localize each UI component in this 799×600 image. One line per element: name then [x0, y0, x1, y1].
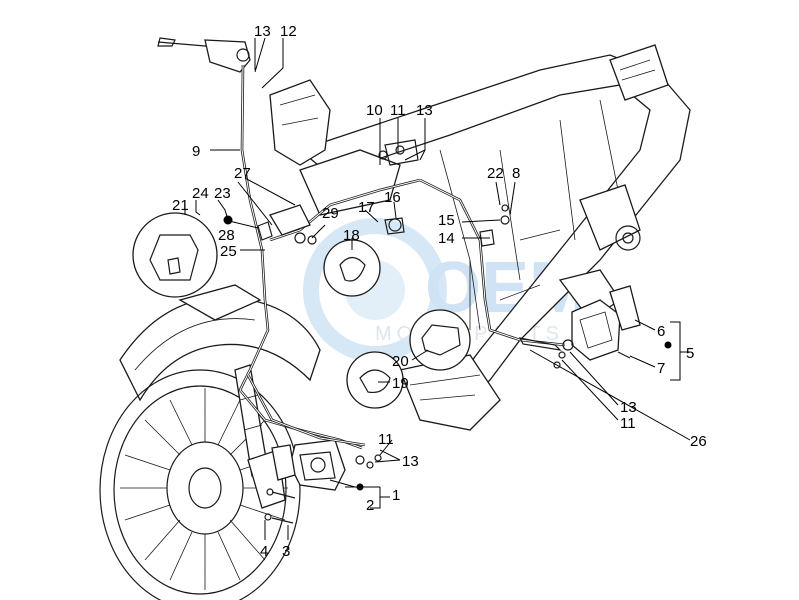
- front-brake-hoses: [238, 64, 421, 450]
- callout-6: 6: [657, 323, 665, 340]
- callout-15: 15: [438, 212, 455, 229]
- callout-14: 14: [438, 230, 455, 247]
- clip-detail-19: [346, 351, 404, 409]
- callout-8: 8: [512, 165, 520, 182]
- front-brake-caliper: [271, 439, 382, 491]
- callout-11-front: 11: [378, 431, 394, 448]
- hose-junction: [257, 139, 510, 247]
- kit-dot-rear: [664, 341, 672, 349]
- front-caliper-bolts: [264, 488, 296, 524]
- callout-4: 4: [260, 543, 268, 560]
- callout-28: 28: [218, 227, 235, 244]
- callout-2: 2: [366, 497, 374, 514]
- callout-13-front: 13: [402, 453, 419, 470]
- callout-5: 5: [686, 345, 694, 362]
- callout-17: 17: [358, 199, 375, 216]
- kit-dot-front: [356, 483, 364, 491]
- kit-dot-23: [223, 215, 233, 225]
- callout-13-top: 13: [254, 23, 271, 40]
- callout-12: 12: [280, 23, 297, 40]
- leader-lines: [184, 37, 691, 540]
- rear-brake-hose: [419, 178, 566, 351]
- callout-25: 25: [220, 243, 237, 260]
- callout-19: 19: [392, 375, 409, 392]
- callout-7: 7: [657, 360, 665, 377]
- callout-10: 10: [366, 102, 383, 119]
- front-fender: [119, 284, 321, 402]
- callout-22: 22: [487, 165, 504, 182]
- callout-21: 21: [172, 197, 189, 214]
- callout-24: 24: [192, 185, 209, 202]
- callout-11-top: 11: [390, 102, 406, 119]
- clip-detail-20: [409, 309, 471, 371]
- callout-16: 16: [384, 189, 401, 206]
- callout-1: 1: [392, 487, 400, 504]
- callout-18: 18: [343, 227, 360, 244]
- clip-detail-18: [323, 239, 381, 297]
- clip-detail-21: [132, 212, 218, 298]
- callout-13-mid: 13: [416, 102, 433, 119]
- callout-27: 27: [234, 165, 251, 182]
- callout-13-rear: 13: [620, 399, 637, 416]
- callout-23: 23: [214, 185, 231, 202]
- callout-26: 26: [690, 433, 707, 450]
- callout-29: 29: [322, 205, 339, 222]
- callout-20: 20: [392, 353, 409, 370]
- front-headstock: [269, 79, 401, 216]
- front-brake-lever: [157, 37, 251, 73]
- callout-11-rear: 11: [620, 415, 636, 432]
- callout-numbers: 13 12 9 10 11 13 27 22 8 24 23 16 21 17 …: [172, 23, 707, 560]
- callout-3: 3: [282, 543, 290, 560]
- callout-9: 9: [192, 143, 200, 160]
- rear-brake-caliper: [553, 285, 641, 369]
